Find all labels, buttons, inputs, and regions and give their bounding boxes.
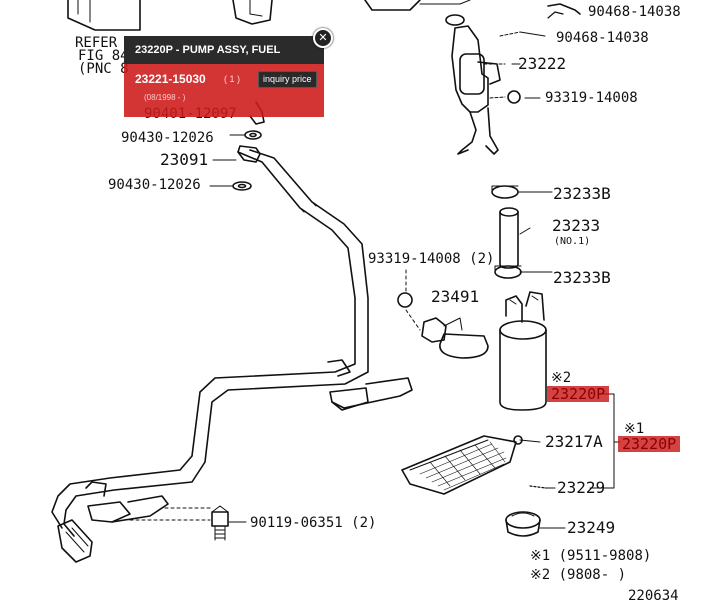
part-label-93319-14008-2[interactable]: 93319-14008 (2) <box>368 251 495 267</box>
part-label-90468-14038-a[interactable]: 90468-14038 <box>588 4 681 20</box>
part-label-23222[interactable]: 23222 <box>518 54 567 73</box>
part-label-23233B-bottom[interactable]: 23233B <box>553 268 611 287</box>
part-label-23233-no1: (NO.1) <box>554 236 591 247</box>
popup-part-number-link[interactable]: 23221-15030 <box>135 72 206 86</box>
inquiry-price-button[interactable]: inquiry price <box>258 71 317 88</box>
part-label-23491[interactable]: 23491 <box>431 287 480 306</box>
refer-label: REFER <box>75 35 118 51</box>
highlight-23220P-pump[interactable]: 23220P <box>547 386 610 402</box>
popup-body: 23221-15030 ( 1 ) inquiry price (08/1998… <box>124 64 324 117</box>
legend-note-2: ※2 (9808- ) <box>530 567 627 583</box>
part-popup: 23220P - PUMP ASSY, FUEL 23221-15030 ( 1… <box>124 28 333 117</box>
refer-pnc-label: (PNC 8 <box>78 61 129 77</box>
note-mark-2: ※2 <box>551 370 572 386</box>
popup-date-range: (08/1998 - ) <box>144 93 186 102</box>
part-label-23091[interactable]: 23091 <box>160 150 209 169</box>
part-label-90468-14038-b[interactable]: 90468-14038 <box>556 30 649 46</box>
diagram-id: 220634 <box>628 588 679 604</box>
note-mark-1: ※1 <box>624 421 645 437</box>
legend-note-1: ※1 (9511-9808) <box>530 548 652 564</box>
popup-quantity: ( 1 ) <box>224 74 241 84</box>
highlight-23220P-strainer[interactable]: 23220P <box>618 436 681 452</box>
part-label-90430-12026-b[interactable]: 90430-12026 <box>108 177 201 193</box>
part-label-23233B-top[interactable]: 23233B <box>553 184 611 203</box>
part-label-23233[interactable]: 23233 <box>552 216 601 235</box>
part-label-23217A[interactable]: 23217A <box>545 432 603 451</box>
part-label-93319-14008[interactable]: 93319-14008 <box>545 90 638 106</box>
part-label-90430-12026-a[interactable]: 90430-12026 <box>121 130 214 146</box>
part-label-23229[interactable]: 23229 <box>557 478 606 497</box>
close-icon[interactable]: ✕ <box>313 28 333 48</box>
popup-title: 23220P - PUMP ASSY, FUEL <box>124 36 324 64</box>
refer-fig-label: FIG 84 <box>78 48 129 64</box>
part-label-23249[interactable]: 23249 <box>567 518 616 537</box>
part-label-90119-06351[interactable]: 90119-06351 (2) <box>250 515 377 531</box>
